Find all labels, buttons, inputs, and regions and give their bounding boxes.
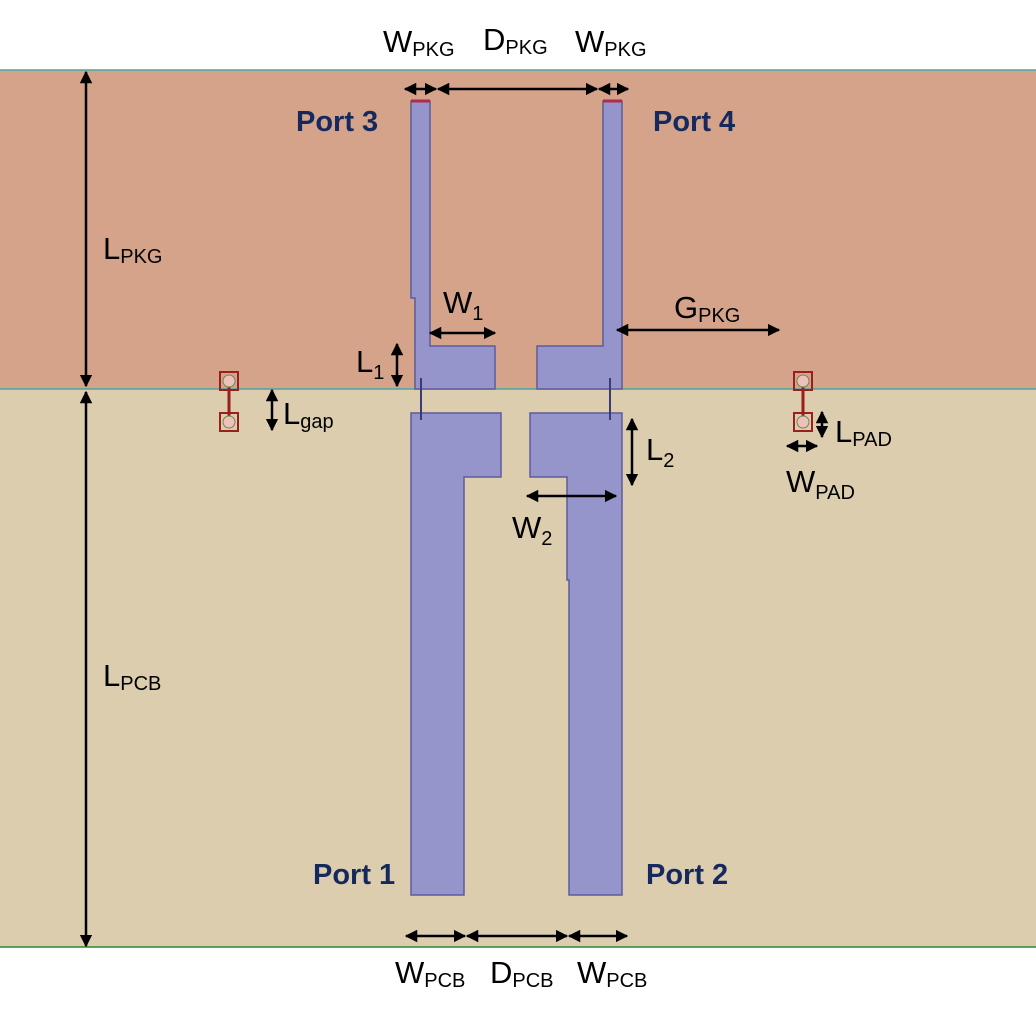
g-pkg-label: GPKG: [674, 290, 740, 327]
dimension-arrows: [79, 70, 829, 948]
w-pcb-right-label: WPCB: [577, 955, 647, 992]
pcb-layer: [0, 389, 1036, 947]
port-3-label: Port 3: [296, 106, 378, 138]
l-gap-label: Lgap: [283, 396, 334, 433]
solder-pad-pair-left: [219, 371, 239, 432]
l-pkg-label: LPKG: [103, 231, 163, 268]
w1-label: W1: [443, 285, 483, 325]
port-4-label: Port 4: [653, 106, 735, 138]
pcb-trace-right: [529, 412, 623, 896]
w-pcb-left-label: WPCB: [395, 955, 465, 992]
w2-label: W2: [512, 510, 552, 550]
w-pad-label: WPAD: [786, 464, 855, 504]
package-layer: [0, 70, 1036, 389]
l-pad-label: LPAD: [835, 414, 892, 451]
w-pkg-left-label: WPKG: [383, 24, 455, 61]
package-trace-left: [410, 100, 496, 390]
l2-label: L2: [646, 432, 674, 472]
l1-label: L1: [356, 344, 384, 384]
d-pkg-label: DPKG: [483, 22, 548, 59]
d-pcb-label: DPCB: [490, 955, 554, 992]
port-1-label: Port 1: [313, 859, 395, 891]
pcb-trace-left: [410, 412, 502, 896]
port-2-label: Port 2: [646, 859, 728, 891]
w-pkg-right-label: WPKG: [575, 24, 647, 61]
l-pcb-label: LPCB: [103, 658, 161, 695]
solder-pad-pair-right: [793, 371, 813, 432]
